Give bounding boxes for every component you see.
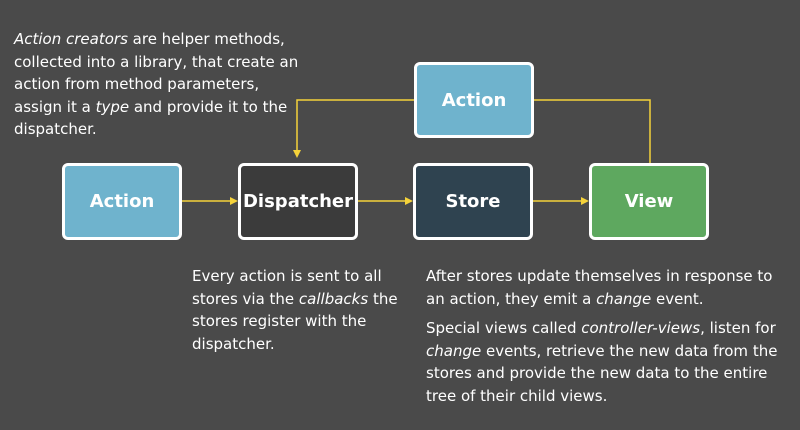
action-creators-paragraph: Action creators are helper methods, coll…	[14, 28, 304, 141]
arrow-store-to-view	[533, 197, 589, 205]
store-paragraph-1: After stores update themselves in respon…	[426, 265, 788, 310]
action-node-label: Action	[89, 191, 155, 212]
emphasis-change-2: change	[426, 341, 482, 360]
store-p1-text-1: After stores update themselves in respon…	[426, 267, 773, 308]
emphasis-callbacks: callbacks	[298, 289, 369, 308]
dispatcher-node-label: Dispatcher	[242, 191, 354, 212]
dispatcher-node: Dispatcher	[238, 163, 358, 240]
action-top-node: Action	[414, 62, 534, 138]
view-node: View	[589, 163, 709, 240]
dispatcher-description: Every action is sent to all stores via t…	[192, 265, 407, 355]
action-top-node-label: Action	[441, 89, 507, 111]
view-node-label: View	[624, 191, 674, 212]
dispatcher-text-2: the stores register with the dispatcher.	[192, 289, 398, 353]
dispatcher-text-1: Every action is sent to all stores via t…	[192, 267, 382, 308]
store-node-label: Store	[445, 191, 501, 212]
store-p2-text-2: , listen for	[700, 319, 776, 337]
action-creators-description: Action creators are helper methods, coll…	[14, 28, 304, 141]
emphasis-change-1: change	[596, 289, 652, 308]
store-p2-text-1: Special views called	[426, 319, 582, 337]
arrow-action-to-dispatcher-top	[293, 99, 414, 158]
intro-text-1: are helper methods, collected into a lib…	[14, 30, 299, 116]
arrow-action-to-dispatcher	[182, 197, 238, 205]
store-description: After stores update themselves in respon…	[426, 265, 788, 407]
store-paragraph-2: Special views called controller-views, l…	[426, 317, 788, 407]
intro-text-2: and provide it to the dispatcher.	[14, 97, 288, 139]
store-p1-text-2: event.	[651, 289, 704, 308]
action-node: Action	[62, 163, 182, 240]
arrow-dispatcher-to-store	[358, 197, 413, 205]
connector-view-to-action	[534, 99, 651, 163]
emphasis-type: type	[95, 97, 130, 116]
emphasis-action-creators: Action creators	[14, 30, 128, 48]
store-node: Store	[413, 163, 533, 240]
dispatcher-paragraph: Every action is sent to all stores via t…	[192, 265, 407, 355]
store-p2-text-3: events, retrieve the new data from the s…	[426, 341, 778, 405]
emphasis-controller-views: controller-views	[581, 319, 701, 337]
